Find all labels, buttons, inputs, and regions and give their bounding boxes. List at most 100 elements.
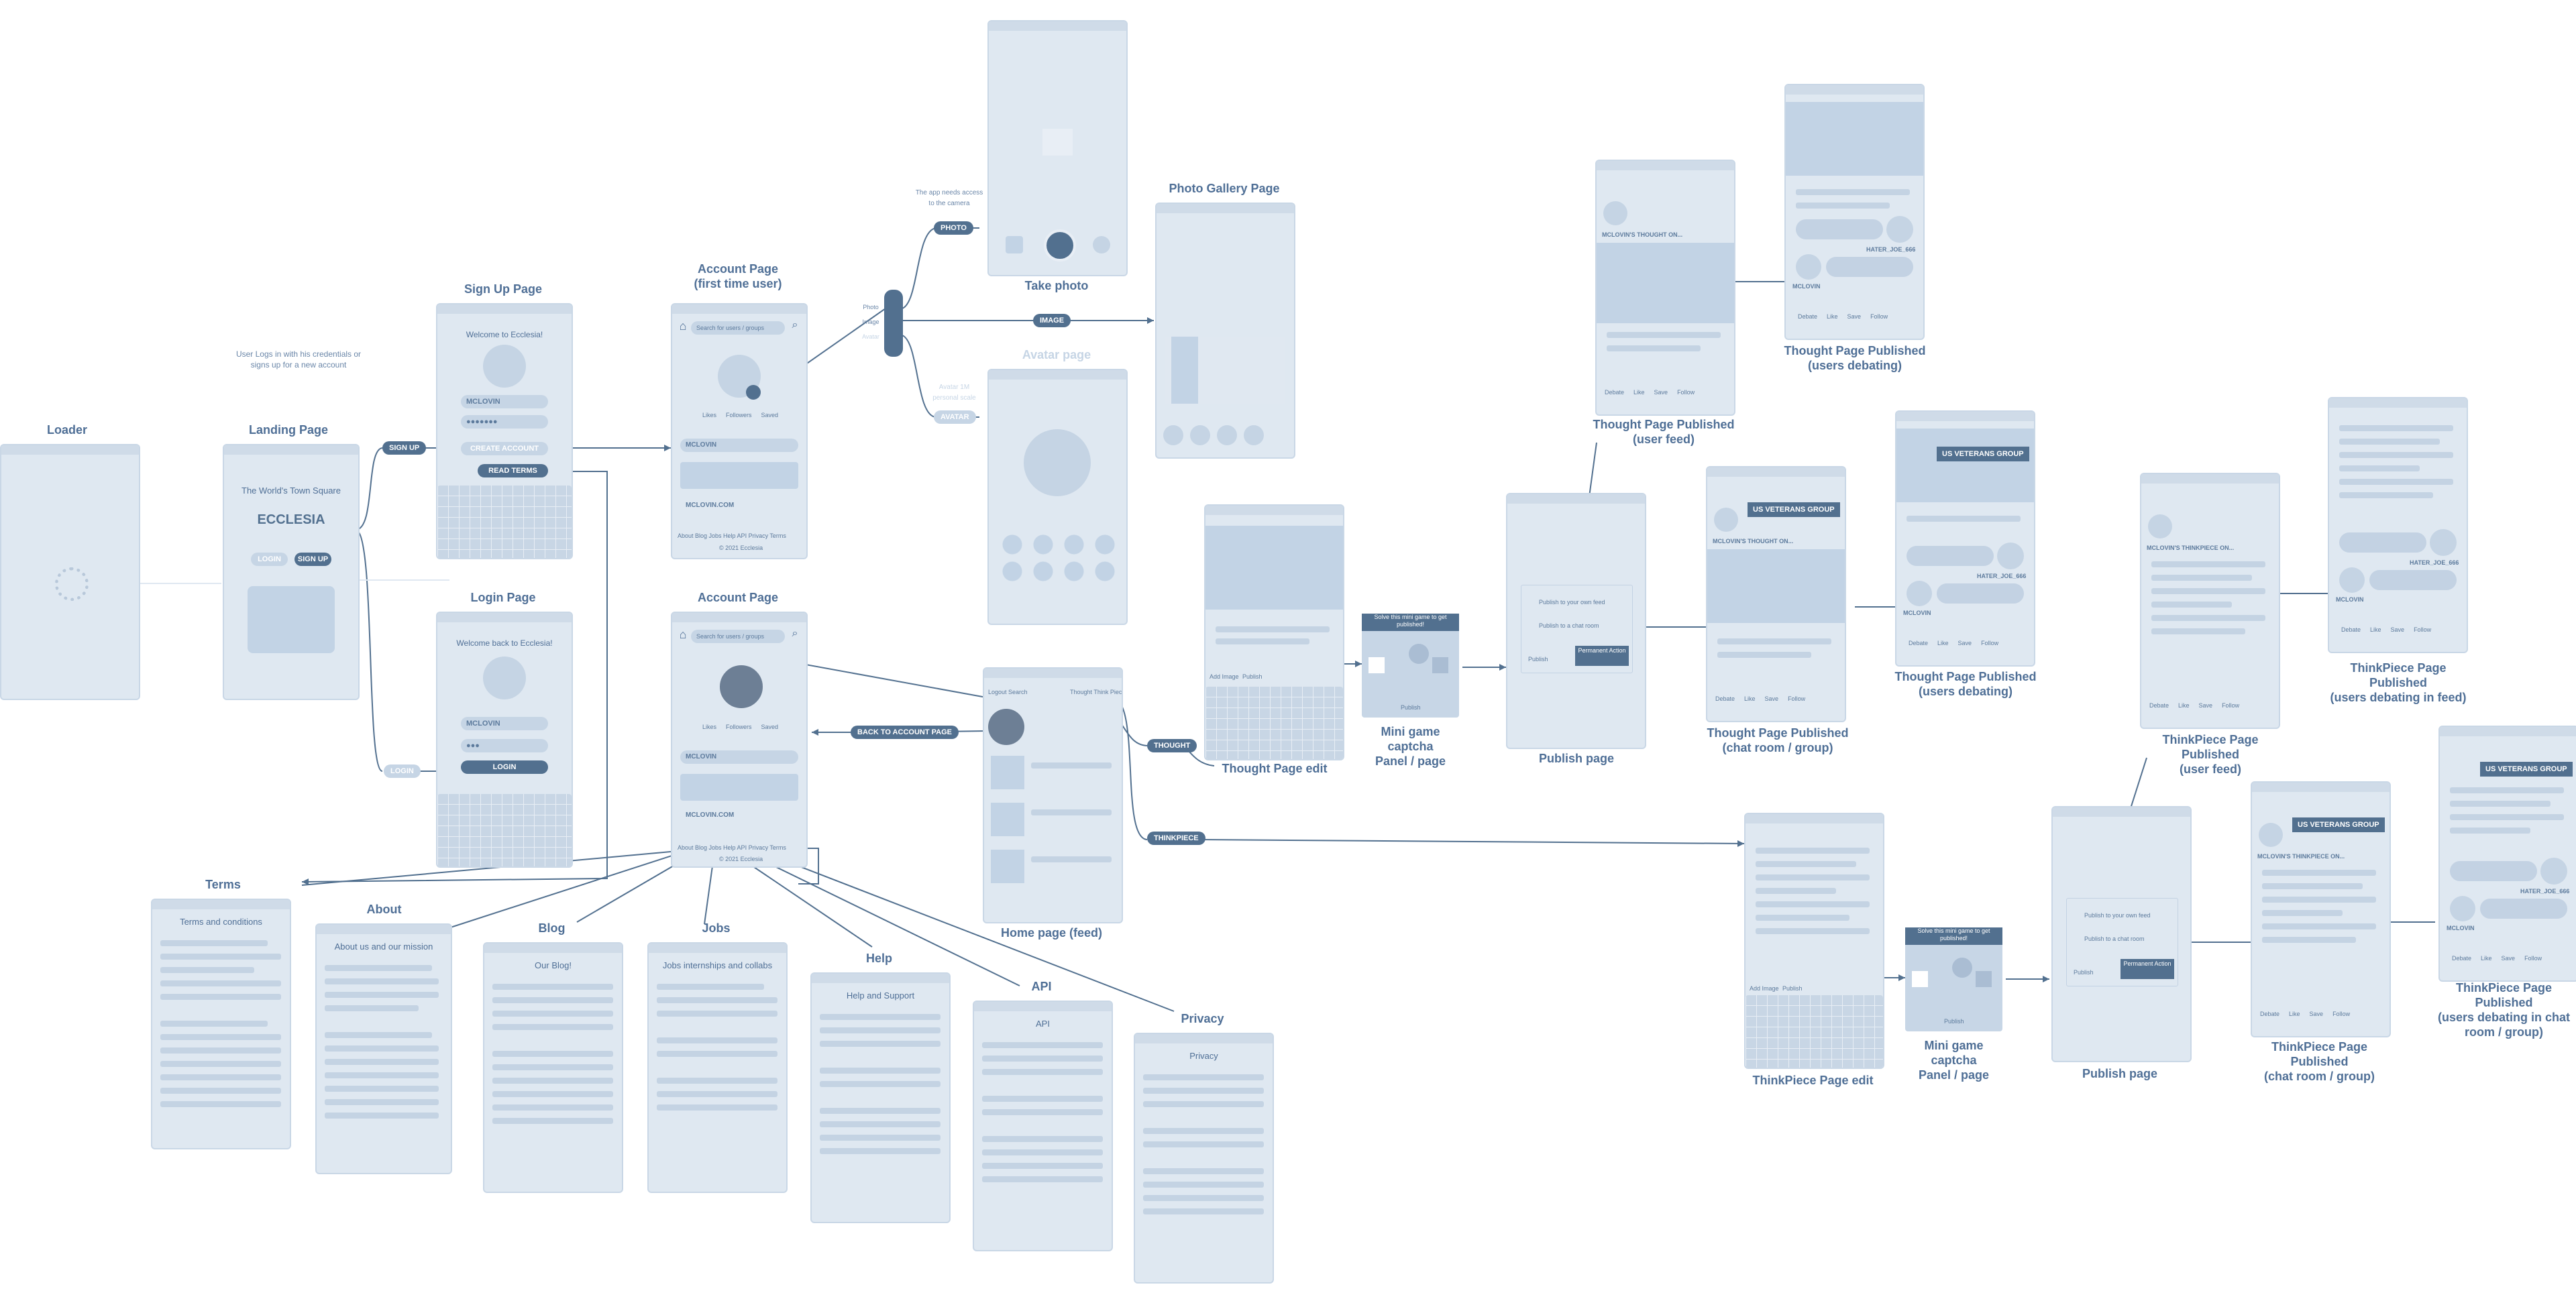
search-icon[interactable]: ⌕ [792,628,798,639]
avatar-options[interactable] [997,531,1118,585]
add-image-label[interactable]: Add Image [1210,673,1239,680]
camera-access-note: The app needs access to the camera [915,189,983,207]
captcha-panel[interactable]: Solve this mini game to get published! P… [1362,614,1459,718]
shutter-button[interactable] [1044,229,1076,262]
keyboard[interactable] [437,486,572,558]
logout-label[interactable]: Logout [988,689,1007,695]
signup-title: Sign Up Page [464,282,542,296]
account-title: Account Page [697,591,779,604]
home-toolbar-right[interactable]: Thought Think Piece [1070,689,1123,695]
image-placeholder [1205,526,1343,610]
avatar-icon [483,657,526,699]
search-input[interactable]: Search for users / groups [691,321,785,335]
website-field[interactable]: MCLOVIN.COM [680,499,798,512]
photo-pill[interactable]: PHOTO [934,221,973,235]
mini-game-1-title: Mini game captcha Panel / page [1375,725,1446,768]
mclovin-label: MCLOVIN [2336,596,2364,603]
back-to-account-pill[interactable]: BACK TO ACCOUNT PAGE [851,726,959,739]
captcha-publish[interactable]: Publish [1401,704,1421,711]
username-field[interactable]: MCLOVIN [680,439,798,452]
publish-chat-option[interactable]: Publish to a chat room [1539,622,1599,629]
home-toolbar[interactable]: Logout Search [988,689,1028,695]
thinkpiece-pill[interactable]: THINKPIECE [1147,832,1205,845]
login-password-field[interactable]: ●●● [461,739,548,752]
think-piece-label[interactable]: Think Piece [1093,689,1123,695]
switch-camera-icon[interactable] [1093,236,1110,253]
signup-password-field[interactable]: ●●●●●●● [461,415,548,429]
publish-feed-option[interactable]: Publish to your own feed [1539,599,1605,606]
thought-debating-2-screen: US VETERANS GROUP HATER_JOE_666 MCLOVIN … [1895,410,2035,667]
website-field[interactable]: MCLOVIN.COM [680,809,798,822]
image-placeholder-icon [1042,129,1073,156]
signup-username-field[interactable]: MCLOVIN [461,395,548,408]
footer-links[interactable]: About Blog Jobs Help API Privacy Terms [678,844,786,851]
thought-pill[interactable]: THOUGHT [1147,739,1197,752]
thought-chat-title: Thought Page Published (chat room / grou… [1707,726,1849,754]
publish-screen: Publish to your own feed Publish to a ch… [2051,806,2192,1062]
signup-screen: Welcome to Ecclesia! MCLOVIN ●●●●●●● CRE… [436,303,573,559]
thought-label[interactable]: Thought [1070,689,1093,695]
footer-links[interactable]: About Blog Jobs Help API Privacy Terms [678,532,786,539]
search-input[interactable]: Search for users / groups [691,630,785,643]
camera-menu[interactable] [884,290,903,357]
feed-item[interactable] [991,803,1024,836]
camera-menu-image[interactable]: Image [862,319,879,325]
user-bio-field[interactable] [680,462,798,489]
loader-screen [0,444,140,700]
thought-debating-1-title: Thought Page Published (users debating) [1784,344,1926,372]
home-screen: Logout Search Thought Think Piece [983,667,1123,923]
gallery-icon[interactable] [1006,236,1023,253]
captcha-publish[interactable]: Publish [1944,1018,1964,1025]
captcha-header: Solve this mini game to get published! [1905,927,2002,945]
keyboard[interactable] [437,794,572,866]
camera-menu-avatar[interactable]: Avatar [862,333,879,340]
keyboard[interactable] [1205,687,1343,759]
photo-gallery-title: Photo Gallery Page [1169,182,1280,195]
login-pill[interactable]: LOGIN [384,764,421,778]
home-icon[interactable]: ⌂ [679,628,687,641]
username-field[interactable]: MCLOVIN [680,750,798,764]
feed-item[interactable] [991,756,1024,789]
publish-feed-option[interactable]: Publish to your own feed [2084,912,2151,919]
create-account-button[interactable]: CREATE ACCOUNT [461,442,548,455]
hater-label: HATER_JOE_666 [1866,246,1916,253]
camera-add-icon[interactable] [746,385,761,400]
search-label[interactable]: Search [1008,689,1028,695]
publish-label[interactable]: Publish [1242,673,1263,680]
add-image-label[interactable]: Add Image [1750,985,1779,992]
captcha-panel[interactable]: Solve this mini game to get published! P… [1905,927,2002,1031]
gallery-grid[interactable] [1165,337,1285,404]
publish-button[interactable]: Publish [2074,969,2094,976]
thought-user-feed-title: Thought Page Published (user feed) [1593,418,1735,446]
thought-on-label: MCLOVIN'S THOUGHT ON... [1713,538,1794,545]
avatar-pill[interactable]: AVATAR [934,410,976,424]
keyboard[interactable] [1746,995,1883,1068]
login-username-field[interactable]: MCLOVIN [461,717,548,730]
read-terms-button[interactable]: READ TERMS [478,464,548,477]
landing-signup-button[interactable]: SIGN UP [294,553,331,566]
feed-item[interactable] [991,850,1024,883]
camera-menu-photo[interactable]: Photo [863,304,879,310]
login-button[interactable]: LOGIN [461,760,548,774]
publish-button[interactable]: Publish [1528,656,1548,663]
image-pill[interactable]: IMAGE [1033,314,1071,327]
signup-pill[interactable]: SIGN UP [382,441,427,455]
publish-chat-option[interactable]: Publish to a chat room [2084,935,2145,942]
thinkpiece-chat-screen: US VETERANS GROUP MCLOVIN'S THINKPIECE O… [2251,781,2391,1037]
search-icon[interactable]: ⌕ [792,319,798,331]
avatar-title: Avatar page [1022,348,1091,361]
user-bio-field[interactable] [680,774,798,801]
landing-login-button[interactable]: LOGIN [251,553,288,566]
publish-label[interactable]: Publish [1782,985,1803,992]
home-icon[interactable]: ⌂ [679,319,687,333]
